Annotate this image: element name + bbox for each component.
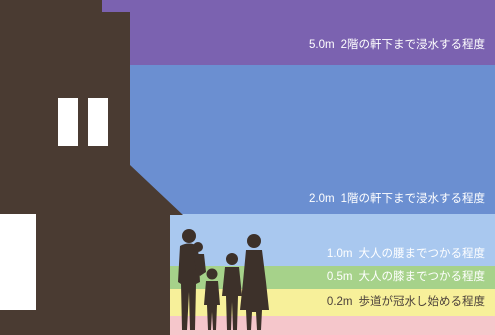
label-05m: 0.5m 大人の膝までつかる程度 xyxy=(326,271,486,284)
door-icon xyxy=(0,214,36,310)
label-5m-depth: 5.0m xyxy=(309,39,335,51)
label-2m-text: 1階の軒下まで浸水する程度 xyxy=(340,193,485,205)
family-icon xyxy=(178,229,269,330)
label-02m-text: 歩道が冠水し始める程度 xyxy=(358,296,486,308)
label-1m-depth: 1.0m xyxy=(326,248,353,260)
label-05m-depth: 0.5m xyxy=(326,271,353,283)
label-1m: 1.0m 大人の腰までつかる程度 xyxy=(326,248,486,261)
window-right-icon xyxy=(88,98,108,146)
label-1m-text: 大人の腰までつかる程度 xyxy=(358,248,486,260)
window-left-icon xyxy=(58,98,78,146)
label-5m-text: 2階の軒下まで浸水する程度 xyxy=(340,39,485,51)
label-02m-depth: 0.2m xyxy=(326,296,353,308)
house-icon xyxy=(0,0,183,335)
label-02m: 0.2m 歩道が冠水し始める程度 xyxy=(326,296,486,309)
label-2m-depth: 2.0m xyxy=(309,193,335,205)
label-5m: 5.0m 2階の軒下まで浸水する程度 xyxy=(309,39,485,52)
label-05m-text: 大人の膝までつかる程度 xyxy=(358,271,486,283)
label-2m: 2.0m 1階の軒下まで浸水する程度 xyxy=(309,193,485,206)
